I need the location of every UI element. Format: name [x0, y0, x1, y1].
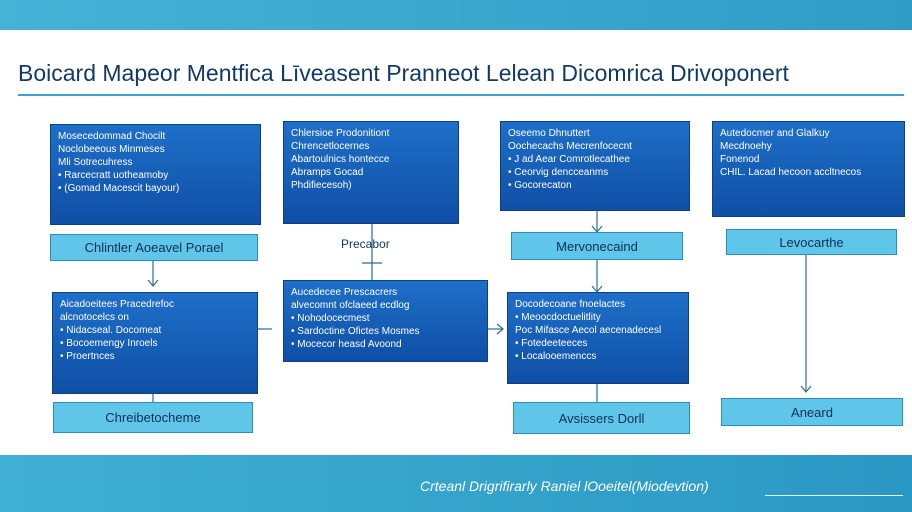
label-box-4: Chreibetocheme [53, 402, 253, 433]
arrow-head [496, 323, 504, 335]
process-box-2: Chlersioe Prodonitiont Chrencetlocernes … [283, 121, 459, 224]
footer-banner [0, 455, 912, 512]
page-title: Boicard Mapeor Mentfica Līveasent Pranne… [18, 60, 789, 86]
label-box-6: Aneard [721, 398, 903, 426]
label-box-2: Mervonecaind [511, 232, 683, 260]
footer-caption: Crteanl Drigrifirarly Raniel lOoeitel(Mi… [420, 478, 709, 494]
process-box-5: Aicadoeitees Pracedrefoc alcnotocelcs on… [52, 292, 258, 394]
label-box-5: Avsissers Dorll [513, 402, 690, 434]
arrow-head [800, 385, 812, 393]
process-box-7: Docodecoane fnoelactes • Meoocdoctuelitl… [507, 292, 689, 384]
footer-divider [765, 495, 903, 496]
title-divider [18, 94, 904, 96]
arrow-head [147, 279, 159, 287]
top-banner [0, 0, 912, 30]
label-box-1: Chlintler Aoeavel Porael [50, 234, 258, 261]
process-box-4: Autedocmer and Glalkuy Mecdnoehy Fonenod… [712, 121, 905, 217]
process-box-3: Oseemo Dhnuttert Oochecachs Mecrenfocecn… [500, 121, 690, 211]
process-box-1: Mosecedommad Chocilt Noclobeeous Minmese… [50, 124, 261, 225]
label-box-3: Levocarthe [726, 229, 897, 255]
connector-label: Precabor [341, 237, 390, 251]
process-box-6: Aucedecee Prescacrers alvecomnt ofclaeed… [283, 280, 488, 362]
